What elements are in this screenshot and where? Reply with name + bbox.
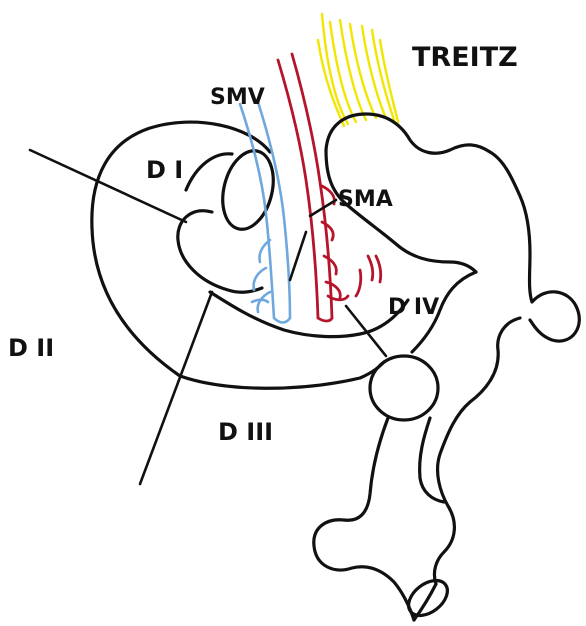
label-d1: D I [146,156,183,184]
label-d3: D III [218,418,273,446]
d1-opening [215,145,281,234]
jejunal-loop [370,356,438,420]
treitz-ligament [318,14,398,126]
label-sma: SMA [338,187,393,212]
duodenum-outline [92,114,579,623]
label-treitz: TREITZ [412,42,518,73]
d4-jejunum [326,114,579,341]
label-d4: D IV [388,295,439,320]
d3-leader [140,292,212,484]
d2-d3-inner [210,292,408,337]
label-smv: SMV [210,85,265,110]
label-d2: D II [8,334,54,362]
d4-leader [346,306,386,356]
